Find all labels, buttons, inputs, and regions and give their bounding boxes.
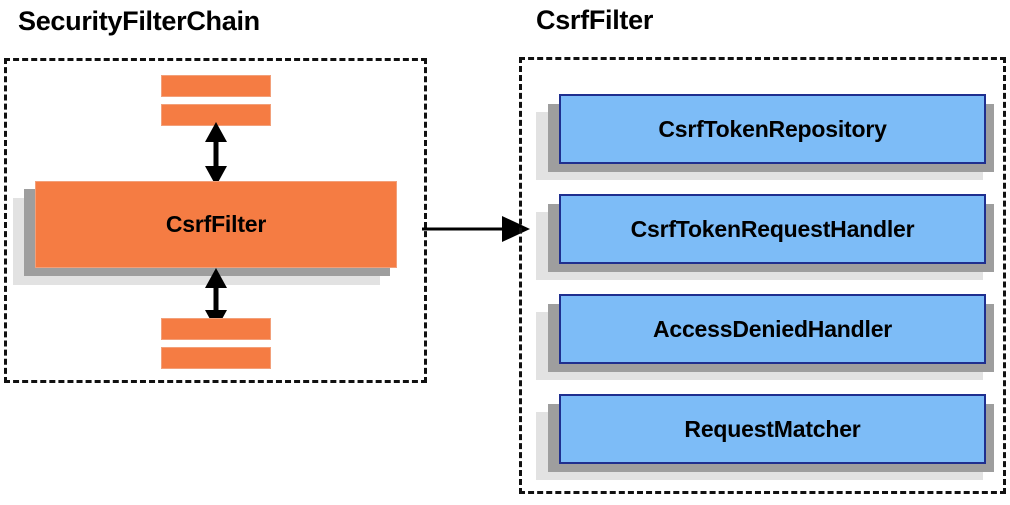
left-panel-title: SecurityFilterChain [18, 6, 260, 36]
csrf-filter-box-label: CsrfFilter [165, 211, 267, 237]
collaborator-box-csrf-token-repository[interactable]: CsrfTokenRepository [559, 94, 986, 164]
collaborator-box-request-matcher[interactable]: RequestMatcher [559, 394, 986, 464]
collaborator-label-3: AccessDeniedHandler [652, 315, 893, 342]
csrf-filter-box[interactable]: CsrfFilter [35, 181, 397, 268]
collaborator-label-4: RequestMatcher [684, 415, 861, 442]
security-filter-chain-panel [4, 58, 427, 383]
right-panel-title: CsrfFilter [536, 5, 654, 35]
collaborator-box-access-denied-handler[interactable]: AccessDeniedHandler [559, 294, 986, 364]
arrow-up-down-top [205, 122, 227, 186]
filter-bar-above-1 [161, 75, 271, 97]
csrf-filter-panel [519, 57, 1006, 494]
filter-bar-below-1 [161, 318, 271, 340]
collaborator-label-2: CsrfTokenRequestHandler [630, 215, 915, 242]
filter-bar-below-2 [161, 347, 271, 369]
collaborator-label-1: CsrfTokenRepository [658, 115, 887, 142]
collaborator-box-csrf-token-request-handler[interactable]: CsrfTokenRequestHandler [559, 194, 986, 264]
connector-arrow [422, 216, 530, 242]
